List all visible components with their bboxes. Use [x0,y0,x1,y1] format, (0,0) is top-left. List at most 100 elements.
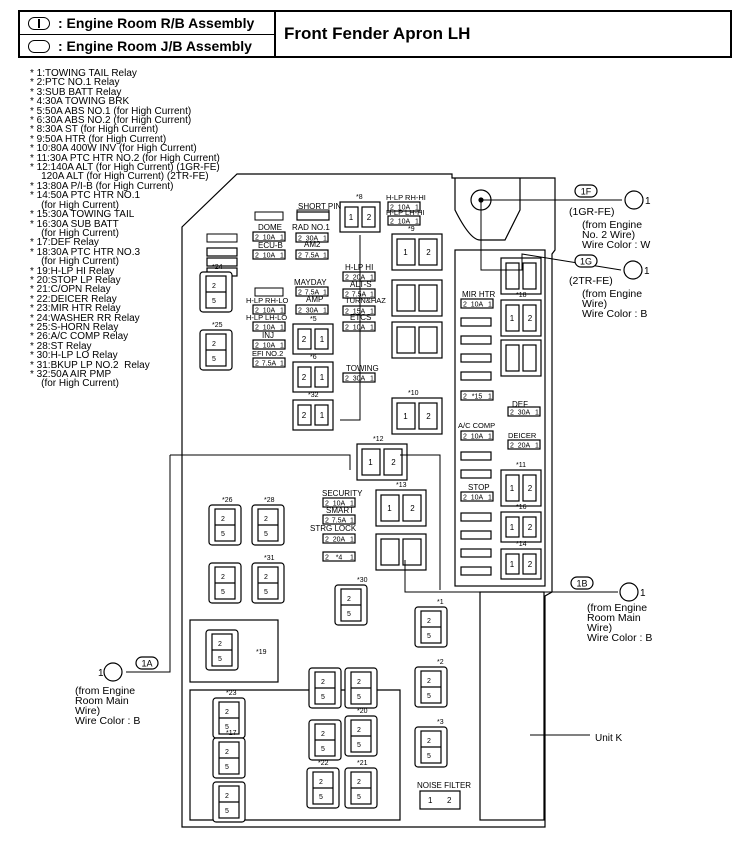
header-divider [274,12,276,56]
block-marker: *25 [212,322,223,329]
short-pin [296,211,330,221]
relay-legend-item: (for High Current) [30,199,119,211]
mini-fuse [507,406,541,417]
block-marker: *9 [408,226,415,233]
fuse-terminal: 2 [255,361,259,368]
fuse-terminal: 1 [370,376,374,383]
mini-fuse [252,249,286,260]
terminal-label: 1 [320,411,325,420]
fuse-rating: 30A [353,376,366,383]
fuse-rating: 10A [398,219,411,226]
fuse-rating: 7.5A [262,361,277,368]
fuse-label: DOME [258,223,282,232]
fuse-terminal: 1 [350,537,354,544]
terminal-label: 2 [528,484,533,493]
fuse-rating: 10A [471,434,484,441]
terminal-label: 2 [225,709,229,716]
fuse-rating: *15 [472,394,483,401]
terminal-label: 2 [426,412,431,421]
relay-legend-item: * 20:STOP LP Relay [30,274,121,286]
fuse-label: EFI NO.2 [252,349,283,358]
fuse-terminal: 2 [325,537,329,544]
relay-slot [314,404,329,426]
fuse-label: H-LP LH-HI [386,208,425,217]
terminal-label: 2 [319,779,323,786]
relay-legend-item: * 24:WASHER RR Relay [30,312,140,324]
mini-fuse [322,551,356,562]
mini-fuse [252,321,286,332]
fuse-rating: 10A [471,495,484,502]
relay-slot [344,206,359,228]
mini-fuse [460,430,494,441]
terminal-label: 5 [427,633,431,640]
mini-fuse [342,271,376,282]
block-marker: *22 [318,760,329,767]
fuse-rating: 7.5A [352,292,367,299]
relay-slot [522,474,537,502]
mini-fuse [460,491,494,502]
code-1a: 1A [141,659,152,669]
terminal-label: 2 [221,516,225,523]
relay-slot [361,206,376,228]
fuse-label: DEF [512,400,528,409]
relay-slot [505,304,520,332]
block-marker: *32 [308,392,319,399]
mini-fuse [342,305,376,316]
terminal-label: 5 [225,724,229,731]
mini-fuse [460,390,494,401]
fuse-label: INJ [262,331,274,340]
relay-block-11 [500,469,542,507]
relay-legend-item: * 17:DEF Relay [30,237,99,249]
fuse-terminal: 1 [323,253,327,260]
relay-slot [297,328,312,350]
relay-legend-item: 120A ALT (for High Current) (2TR-FE) [30,171,209,183]
terminal-label: 5 [357,794,361,801]
relay-block-13 [375,489,427,527]
terminal-label: 2 [212,283,216,290]
fuse-rating: 20A [333,537,346,544]
relay-legend-item: * 19:H-LP HI Relay [30,265,115,277]
block-marker: *17 [226,730,237,737]
fuse-slot [206,233,238,243]
relay-slot [522,344,537,372]
fuse-label: DEICER [508,431,537,440]
code-1g: 1G [580,257,592,267]
relay-slot [297,404,312,426]
terminal-label: 2 [264,516,268,523]
mini-fuse [252,357,286,368]
relay-slot [297,366,312,388]
relay-legend-item: * 14:50A PTC HTR NO.1 [30,190,141,202]
terminal-label: 1 [428,796,433,805]
fuse-terminal: 2 [463,302,467,309]
internal-wire [400,454,441,590]
terminal-label: 5 [264,589,268,596]
block-marker: *12 [373,436,384,443]
block-marker: *18 [516,292,527,299]
terminal-label: 2 [302,335,307,344]
code-1b: 1B [576,579,587,589]
relay-legend-item: * 25:S-HORN Relay [30,321,119,333]
fuse-terminal: 1 [280,253,284,260]
relay-legend-item: (for High Current) [30,378,119,390]
terminal-label: 2 [357,779,361,786]
terminal-label: 2 [302,373,307,382]
wire-1a [126,454,351,673]
fuse-rating: 10A [263,253,276,260]
relay-slot [361,448,381,476]
fuse-slot [254,287,284,297]
fuse-terminal: 2 [255,325,259,332]
mini-fuse [342,372,376,383]
relay-legend-item: * 16:30A SUB BATT [30,218,119,230]
fuse-label: TOWING [346,364,379,373]
block-marker: *13 [396,482,407,489]
noise-filter-label: NOISE FILTER [417,781,471,790]
legend-jb-row: : Engine Room J/B Assembly [20,35,274,57]
block-marker: *10 [408,390,419,397]
unit-k-area [479,591,545,821]
connector-1b-icon [619,582,639,602]
jb-symbol-icon [28,39,50,53]
fuse-terminal: 2 [255,235,259,242]
relay-slot [383,448,403,476]
fuse-terminal: 1 [280,235,284,242]
